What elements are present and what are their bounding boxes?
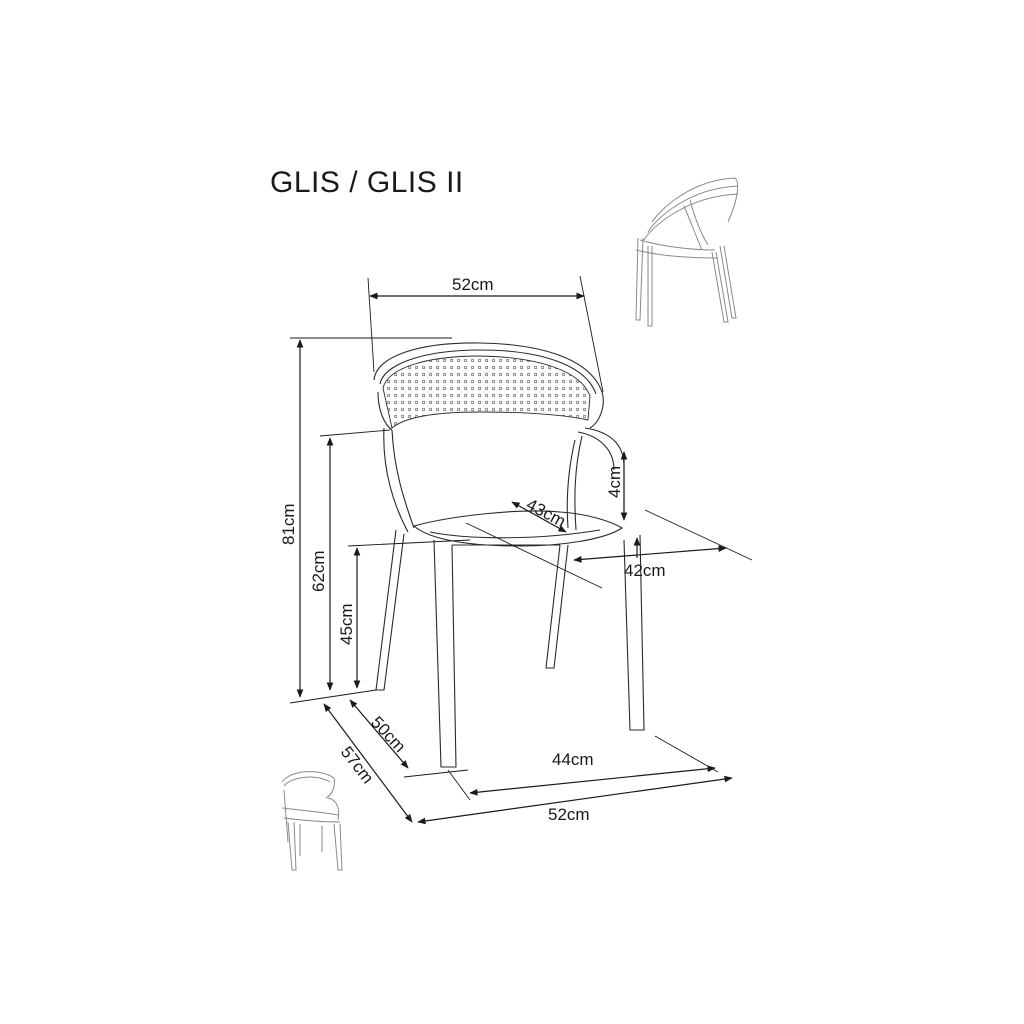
label-total-depth: 57cm (337, 743, 378, 787)
dim-front-width: 44cm (447, 735, 719, 801)
stacked-chairs-illustration (635, 177, 739, 327)
dim-total-height: 81cm (279, 337, 452, 698)
label-front-width: 44cm (552, 750, 594, 769)
label-base-width: 52cm (548, 805, 590, 824)
page-title: GLIS / GLIS II (270, 166, 464, 199)
label-armrest-height: 62cm (309, 550, 328, 592)
label-inner-depth: 50cm (367, 713, 409, 756)
chair-thumbnail-illustration (281, 771, 343, 871)
label-seat-height: 45cm (337, 603, 356, 645)
label-seat-depth: 43cm (523, 495, 569, 531)
dim-armrest-thickness: 4cm (605, 451, 641, 558)
dim-base-width: 52cm (417, 775, 733, 825)
label-total-height: 81cm (279, 503, 298, 545)
chair-drawing (373, 342, 645, 768)
floor-line (289, 689, 377, 704)
dim-seat-height: 45cm (337, 539, 471, 689)
label-seat-width: 42cm (624, 561, 666, 580)
label-armrest-thickness: 4cm (605, 466, 624, 498)
label-top-width: 52cm (452, 275, 494, 294)
dim-top-width: 52cm (367, 275, 604, 393)
dim-seat-width: 42cm (573, 509, 753, 580)
dim-armrest-height: 62cm (309, 429, 391, 691)
